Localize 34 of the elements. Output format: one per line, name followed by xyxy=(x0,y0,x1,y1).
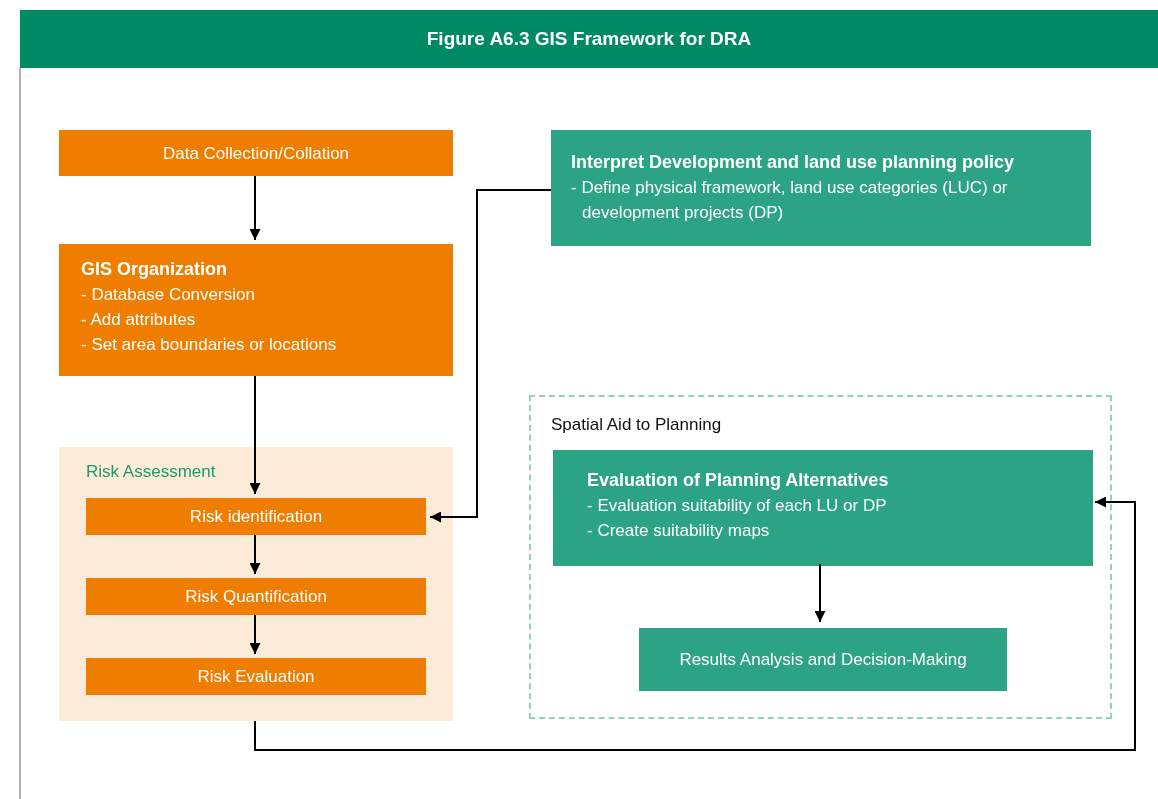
arrow xyxy=(254,496,1136,751)
box-label: Data Collection/Collation xyxy=(162,142,350,165)
box-label: Risk Quantification xyxy=(185,586,327,608)
process-box xyxy=(59,130,453,176)
arrow xyxy=(249,175,261,241)
arrow xyxy=(429,189,552,523)
bullet-item: - Set area boundaries or locations xyxy=(81,334,338,356)
bullet-item: - Create suitability maps xyxy=(587,520,771,542)
box-heading: Interpret Development and land use planning policy xyxy=(571,151,1016,174)
bullet-item: - Evaluation suitability of each LU or DP xyxy=(587,495,888,517)
bullet-item: - Define physical framework, land use categories (LUC) or development projects (DP) xyxy=(571,177,1009,224)
arrow xyxy=(249,375,261,495)
process-box xyxy=(86,658,426,695)
figure-title: Figure A6.3 GIS Framework for DRA xyxy=(426,28,752,50)
box-label: Risk identification xyxy=(189,506,323,528)
box-label: Risk Evaluation xyxy=(197,666,315,688)
process-box xyxy=(639,628,1007,691)
box-heading: GIS Organization xyxy=(81,258,228,281)
process-box xyxy=(86,578,426,615)
group-frame xyxy=(529,395,1112,719)
process-box xyxy=(59,244,453,376)
arrow xyxy=(249,614,261,655)
box-label: Results Analysis and Decision-Making xyxy=(679,649,967,671)
bullet-item: - Database Conversion xyxy=(81,284,256,306)
process-box xyxy=(551,130,1091,246)
group-label: Risk Assessment xyxy=(86,461,217,483)
process-box xyxy=(553,450,1093,566)
box-heading: Evaluation of Planning Alternatives xyxy=(587,469,890,492)
arrow xyxy=(249,534,261,575)
bullet-item: - Add attributes xyxy=(81,309,197,331)
process-box xyxy=(86,498,426,535)
group-label: Spatial Aid to Planning xyxy=(551,414,723,436)
arrow xyxy=(814,563,826,623)
group-panel xyxy=(59,447,453,721)
